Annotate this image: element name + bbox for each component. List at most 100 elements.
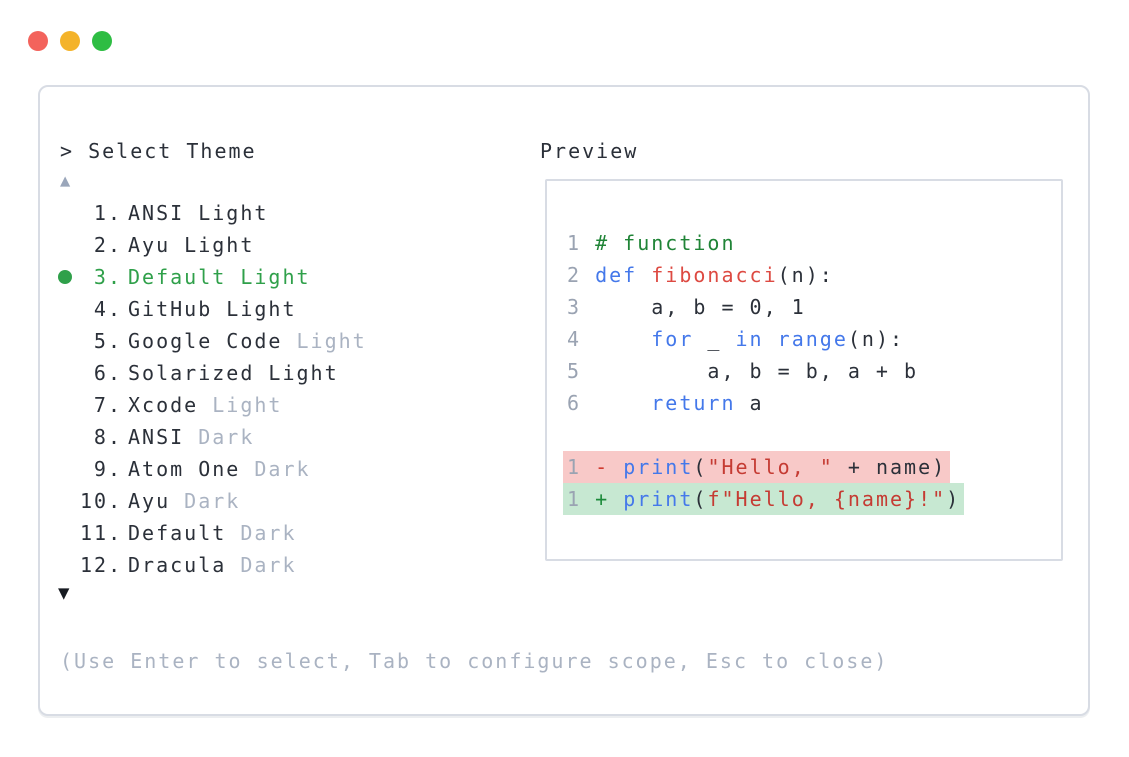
code-token: print [623, 487, 694, 511]
code-token: # function [595, 231, 736, 255]
line-number: 1 [567, 231, 596, 255]
code-line: 2 def fibonacci(n): [567, 259, 834, 291]
theme-list-item[interactable]: 2.Ayu Light [40, 229, 540, 261]
theme-name: ANSI Light [128, 201, 269, 225]
line-number: 1 [567, 455, 596, 479]
help-text: (Use Enter to select, Tab to configure s… [60, 649, 889, 673]
code-token [595, 327, 651, 351]
theme-list-item[interactable]: 7.Xcode Light [40, 389, 540, 421]
theme-name: GitHub Light [128, 297, 297, 321]
code-token: "Hello, " [707, 455, 834, 479]
theme-number: 9. [93, 457, 122, 481]
theme-number: 1. [93, 201, 122, 225]
theme-name: Dracula [128, 553, 227, 577]
theme-list-item[interactable]: 10.Ayu Dark [40, 485, 540, 517]
theme-variant-suffix: Dark [226, 553, 297, 577]
line-number: 4 [567, 327, 596, 351]
theme-name: Solarized Light [128, 361, 339, 385]
theme-number: 6. [93, 361, 122, 385]
theme-name: Atom One [128, 457, 241, 481]
theme-list-item[interactable]: 8.ANSI Dark [40, 421, 540, 453]
theme-name: Default [128, 521, 227, 545]
theme-number: 8. [93, 425, 122, 449]
theme-list-item[interactable]: 1.ANSI Light [40, 197, 540, 229]
line-number: 3 [567, 295, 596, 319]
theme-name: Ayu [128, 489, 171, 513]
theme-list-item[interactable]: 11.Default Dark [40, 517, 540, 549]
code-line: 6 return a [567, 387, 764, 419]
theme-number: 7. [93, 393, 122, 417]
code-token: ) [946, 487, 961, 511]
theme-list-item[interactable]: 12.Dracula Dark [40, 549, 540, 581]
line-number: 2 [567, 263, 596, 287]
theme-number: 5. [93, 329, 122, 353]
code-token: + name) [833, 455, 947, 479]
theme-list-item[interactable]: 4.GitHub Light [40, 293, 540, 325]
maximize-button[interactable] [92, 31, 112, 51]
window-controls [28, 31, 112, 51]
code-token: ( [693, 455, 708, 479]
theme-list-item[interactable]: 5.Google Code Light [40, 325, 540, 357]
code-token: a, b = b, a + b [595, 359, 919, 383]
theme-variant-suffix: Light [282, 329, 367, 353]
code-line: 4 for _ in range(n): [567, 323, 904, 355]
theme-variant-suffix: Dark [184, 425, 255, 449]
code-token: ( [693, 487, 708, 511]
theme-name: Ayu Light [128, 233, 255, 257]
selected-dot-icon [58, 270, 72, 284]
code-token: in [735, 327, 764, 351]
theme-number: 2. [93, 233, 122, 257]
selected-theme-dot [56, 270, 80, 284]
code-token: range [777, 327, 848, 351]
theme-number: 12. [80, 553, 123, 577]
theme-variant-suffix: Dark [170, 489, 241, 513]
code-line: 1 # function [567, 227, 736, 259]
code-token [764, 327, 778, 351]
theme-variant-suffix: Dark [240, 457, 311, 481]
theme-list-item[interactable]: 9.Atom One Dark [40, 453, 540, 485]
diff-line-del: 1 - print("Hello, " + name) [563, 451, 951, 483]
preview-label: Preview [540, 139, 639, 163]
theme-number: 3. [93, 265, 122, 289]
close-button[interactable] [28, 31, 48, 51]
theme-list-item[interactable]: 6.Solarized Light [40, 357, 540, 389]
code-token: fibonacci [651, 263, 778, 287]
scroll-down-icon[interactable]: ▼ [58, 582, 70, 604]
theme-name: Xcode [128, 393, 199, 417]
code-token: for [651, 327, 694, 351]
diff-line-add: 1 + print(f"Hello, {name}!") [563, 483, 965, 515]
line-number: 6 [567, 391, 596, 415]
code-token: def [595, 263, 638, 287]
code-line: 5 a, b = b, a + b [567, 355, 918, 387]
code-token: a, b = 0, 1 [595, 295, 806, 319]
select-theme-prompt: > Select Theme [60, 139, 257, 163]
diff-plus-marker: + [595, 487, 624, 511]
theme-number: 10. [80, 489, 123, 513]
scroll-up-icon[interactable]: ▲ [60, 171, 71, 191]
theme-name: Default Light [128, 265, 311, 289]
code-token: return [651, 391, 736, 415]
code-token [595, 391, 651, 415]
code-token: f"Hello, {name}!" [707, 487, 947, 511]
theme-number: 11. [80, 521, 123, 545]
code-token: _ [693, 327, 736, 351]
diff-minus-marker: - [595, 455, 624, 479]
theme-variant-suffix: Dark [226, 521, 297, 545]
code-token [637, 263, 651, 287]
minimize-button[interactable] [60, 31, 80, 51]
theme-name: Google Code [128, 329, 283, 353]
theme-list-item[interactable]: 3.Default Light [40, 261, 540, 293]
code-token: (n): [847, 327, 905, 351]
code-token: a [735, 391, 764, 415]
code-token: (n): [777, 263, 834, 287]
code-line: 3 a, b = 0, 1 [567, 291, 806, 323]
theme-variant-suffix: Light [198, 393, 283, 417]
line-number: 1 [567, 487, 596, 511]
line-number: 5 [567, 359, 596, 383]
code-token: print [623, 455, 694, 479]
theme-number: 4. [93, 297, 122, 321]
